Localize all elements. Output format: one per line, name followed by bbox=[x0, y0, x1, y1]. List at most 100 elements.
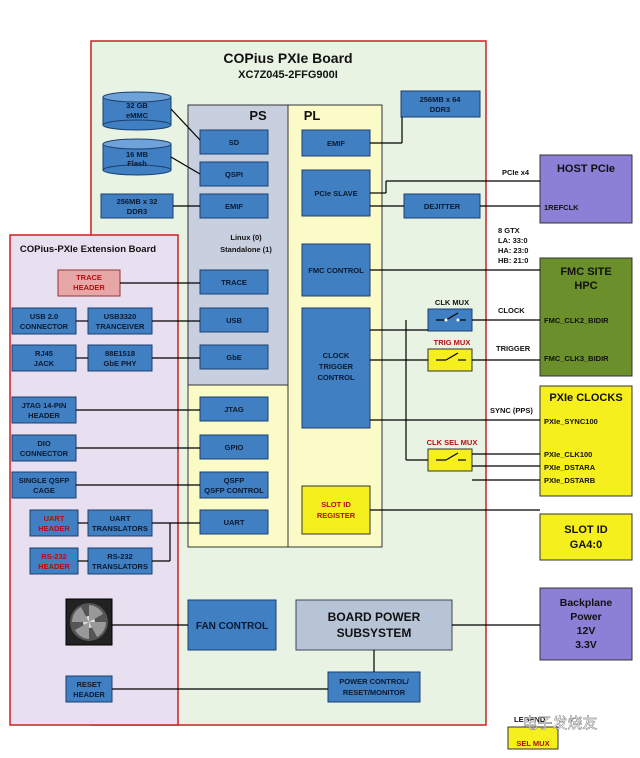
svg-text:GbE: GbE bbox=[226, 353, 241, 362]
ps-gbe-block: GbE bbox=[199, 344, 269, 370]
svg-text:SLOT ID: SLOT ID bbox=[564, 524, 607, 536]
ps-sd-block: SD bbox=[199, 129, 269, 155]
qsfp-cage-block: SINGLE QSFP CAGE bbox=[11, 471, 77, 499]
ps-qspi-block: QSPI bbox=[199, 161, 269, 187]
svg-text:HEADER: HEADER bbox=[73, 283, 105, 292]
dejitter-block: DEJITTER bbox=[403, 193, 481, 219]
signal-trigger: TRIGGER bbox=[496, 344, 531, 353]
svg-text:HEADER: HEADER bbox=[28, 411, 60, 420]
svg-text:Power: Power bbox=[570, 611, 602, 623]
svg-text:HEADER: HEADER bbox=[38, 524, 70, 533]
watermark: 电子发烧友 bbox=[522, 715, 597, 732]
legend-swatch bbox=[507, 726, 559, 750]
svg-text:DEJITTER: DEJITTER bbox=[424, 202, 461, 211]
ps-emif-block: EMIF bbox=[199, 193, 269, 219]
svg-text:QSPI: QSPI bbox=[225, 170, 243, 179]
svg-text:RESET: RESET bbox=[76, 680, 101, 689]
ddr3-ps: 256MB x 32 DDR3 bbox=[100, 193, 174, 219]
svg-text:UART: UART bbox=[44, 514, 65, 523]
trace-header-block: TRACE HEADER bbox=[57, 269, 121, 297]
svg-text:CONNECTOR: CONNECTOR bbox=[20, 449, 69, 458]
svg-text:88E1518: 88E1518 bbox=[105, 349, 135, 358]
svg-text:JACK: JACK bbox=[34, 359, 55, 368]
svg-text:RJ45: RJ45 bbox=[35, 349, 53, 358]
svg-text:BOARD POWER: BOARD POWER bbox=[328, 610, 421, 624]
svg-text:256MB x 32: 256MB x 32 bbox=[117, 197, 158, 206]
svg-text:TRANCEIVER: TRANCEIVER bbox=[96, 322, 145, 331]
svg-text:Flash: Flash bbox=[127, 159, 147, 168]
signal-clock: CLOCK bbox=[498, 306, 525, 315]
svg-text:QSFP CONTROL: QSFP CONTROL bbox=[204, 486, 264, 495]
emmc-memory: 32 GB eMMC bbox=[102, 91, 172, 131]
svg-text:USB3320: USB3320 bbox=[104, 312, 137, 321]
svg-text:USB: USB bbox=[226, 316, 242, 325]
svg-text:PXIe CLOCKS: PXIe CLOCKS bbox=[549, 392, 622, 404]
svg-text:12V: 12V bbox=[577, 625, 596, 637]
svg-text:TRACE: TRACE bbox=[76, 273, 102, 282]
connector-lines bbox=[76, 108, 540, 690]
svg-text:Backplane: Backplane bbox=[560, 597, 613, 609]
svg-text:FMC_CLK3_BIDIR: FMC_CLK3_BIDIR bbox=[544, 354, 609, 363]
svg-text:TRANSLATORS: TRANSLATORS bbox=[92, 524, 148, 533]
svg-text:GPIO: GPIO bbox=[225, 443, 244, 452]
svg-text:DDR3: DDR3 bbox=[127, 207, 147, 216]
usb-transceiver-block: USB3320 TRANCEIVER bbox=[87, 307, 153, 335]
svg-text:DDR3: DDR3 bbox=[430, 105, 450, 114]
svg-text:CLOCK: CLOCK bbox=[323, 351, 350, 360]
svg-text:HEADER: HEADER bbox=[38, 562, 70, 571]
board-subtitle: XC7Z045-2FFG900I bbox=[238, 69, 338, 81]
svg-text:CAGE: CAGE bbox=[33, 486, 55, 495]
dio-connector-block: DIO CONNECTOR bbox=[11, 434, 77, 462]
svg-text:HEADER: HEADER bbox=[73, 690, 105, 699]
svg-text:16 MB: 16 MB bbox=[126, 150, 149, 159]
svg-text:1REFCLK: 1REFCLK bbox=[544, 203, 579, 212]
ps-usb-block: USB bbox=[199, 307, 269, 333]
svg-text:FMC_CLK2_BIDIR: FMC_CLK2_BIDIR bbox=[544, 316, 609, 325]
pl-title: PL bbox=[304, 108, 321, 123]
svg-text:FMC SITE: FMC SITE bbox=[560, 266, 611, 278]
fan-icon bbox=[65, 598, 113, 646]
svg-text:HPC: HPC bbox=[574, 280, 597, 292]
svg-text:EMIF: EMIF bbox=[225, 202, 243, 211]
svg-text:GA4:0: GA4:0 bbox=[570, 539, 602, 551]
svg-text:UART: UART bbox=[110, 514, 131, 523]
signal-sync: SYNC (PPS) bbox=[490, 406, 533, 415]
jtag-header-block: JTAG 14-PIN HEADER bbox=[11, 396, 77, 424]
svg-text:PXIe_DSTARB: PXIe_DSTARB bbox=[544, 476, 596, 485]
svg-text:TRIGGER: TRIGGER bbox=[319, 362, 354, 371]
ps-title: PS bbox=[249, 108, 267, 123]
ddr3-pl: 256MB x 64 DDR3 bbox=[400, 90, 481, 118]
legend-item: SEL MUX bbox=[516, 739, 549, 748]
signal-gtx-3: HB: 21:0 bbox=[498, 256, 528, 265]
ps-trace-block: TRACE bbox=[199, 269, 269, 295]
svg-text:PXIe_SYNC100: PXIe_SYNC100 bbox=[544, 417, 598, 426]
svg-text:TRIG MUX: TRIG MUX bbox=[434, 338, 471, 347]
fan-control-block: FAN CONTROL bbox=[187, 599, 277, 651]
signal-pcie: PCIe x4 bbox=[502, 168, 530, 177]
flash-memory: 16 MB Flash bbox=[102, 138, 172, 176]
uart-header-block: UART HEADER bbox=[29, 509, 79, 537]
pl-pcie-slave-block: PCIe SLAVE bbox=[301, 169, 371, 217]
ps-uart-block: UART bbox=[199, 509, 269, 535]
signal-gtx-0: 8 GTX bbox=[498, 226, 520, 235]
pl-clock-trigger-block: CLOCK TRIGGER CONTROL bbox=[301, 307, 371, 429]
svg-text:SINGLE QSFP: SINGLE QSFP bbox=[19, 476, 69, 485]
signal-gtx-1: LA: 33:0 bbox=[498, 236, 528, 245]
svg-text:TRANSLATORS: TRANSLATORS bbox=[92, 562, 148, 571]
rs232-translators-block: RS-232 TRANSLATORS bbox=[87, 547, 153, 575]
svg-text:GbE PHY: GbE PHY bbox=[104, 359, 137, 368]
fmc-site-block: FMC SITE HPC FMC_CLK2_BIDIR FMC_CLK3_BID… bbox=[539, 257, 633, 377]
usb-connector-block: USB 2.0 CONNECTOR bbox=[11, 307, 77, 335]
clk-mux: CLK MUX bbox=[427, 298, 473, 332]
trig-mux: TRIG MUX bbox=[427, 338, 473, 372]
svg-text:3.3V: 3.3V bbox=[575, 639, 597, 651]
svg-text:SD: SD bbox=[229, 138, 240, 147]
svg-text:POWER CONTROL/: POWER CONTROL/ bbox=[339, 677, 409, 686]
signal-gtx-2: HA: 23:0 bbox=[498, 246, 528, 255]
svg-text:FAN CONTROL: FAN CONTROL bbox=[196, 621, 268, 632]
svg-text:CONNECTOR: CONNECTOR bbox=[20, 322, 69, 331]
ps-jtag-block: JTAG bbox=[199, 396, 269, 422]
board-power-subsystem-block: BOARD POWER SUBSYSTEM bbox=[295, 599, 453, 651]
svg-text:32 GB: 32 GB bbox=[126, 101, 148, 110]
